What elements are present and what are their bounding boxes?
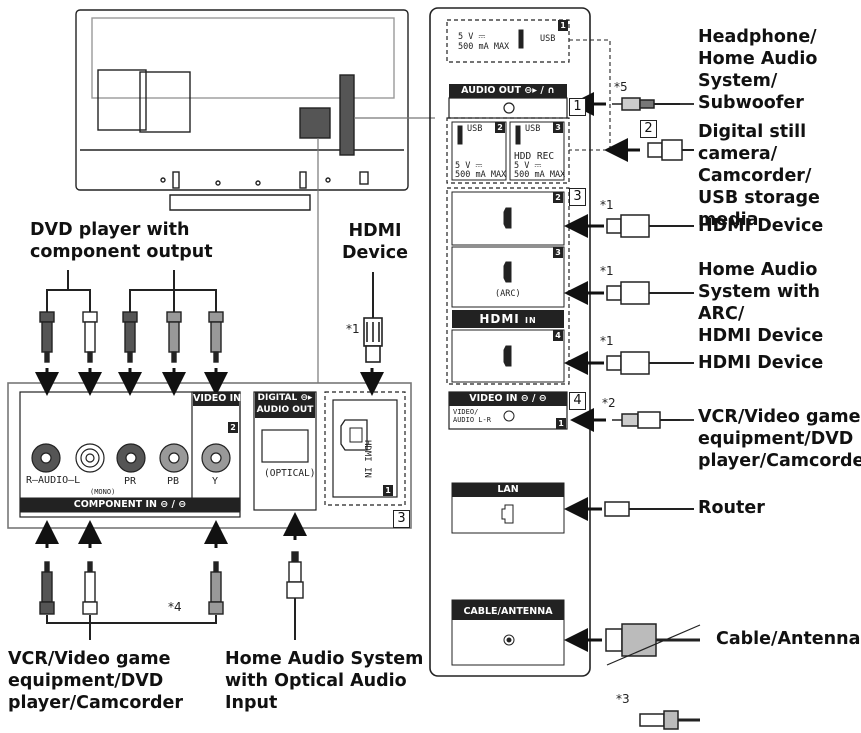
badge-hdmi4: 4: [553, 330, 563, 341]
usb3-label: USB: [525, 124, 541, 134]
badge-video1: 1: [556, 418, 566, 429]
hdd-rec-text: HDD REC: [514, 151, 555, 162]
rca-plugs-top: [39, 311, 224, 363]
arrows-left-right: [564, 92, 640, 652]
number-box-2: 2: [640, 120, 657, 138]
tv-rear-view: [75, 9, 409, 211]
label-home-audio-arc: Home Audio System with ARC/ HDMI Device: [698, 260, 824, 346]
label-hdmi-device-top: HDMI Device: [342, 221, 409, 263]
bottom-cables: [46, 598, 296, 640]
usb3-power-text: 5 V ⎓ 500 mA MAX: [514, 161, 566, 180]
label-hdmi-device-1: HDMI Device: [698, 216, 824, 236]
optical-text: (OPTICAL): [264, 468, 316, 479]
arrows-down-top: [35, 368, 384, 396]
usb1-label: USB: [540, 34, 556, 44]
number-box-3-right: 3: [569, 188, 586, 206]
label-digital-camera: Digital still camera/ Camcorder/ USB sto…: [698, 122, 820, 230]
footnote-1-c: *1: [600, 334, 614, 348]
rca-plugs-bottom: [39, 551, 304, 615]
footnote-4: *4: [168, 600, 182, 614]
number-box-1: 1: [569, 98, 586, 116]
arc-text: (ARC): [495, 289, 521, 299]
usb2-label: USB: [467, 124, 483, 134]
cable-antenna-bar: CABLE/ANTENNA: [452, 600, 564, 620]
label-vcr-right: VCR/Video game equipment/DVD player/Camc…: [698, 407, 861, 471]
badge-hdmi2: 2: [553, 192, 563, 203]
lan-bar: LAN: [452, 483, 564, 497]
badge-video-left: 2: [228, 422, 238, 433]
component-in-bar: COMPONENT IN ⊖ / ⊖: [73, 499, 187, 510]
footnote-5: *5: [614, 80, 628, 94]
number-box-4: 4: [569, 392, 586, 410]
badge-usb1: 1: [558, 20, 568, 31]
footnote-2: *2: [602, 396, 616, 410]
hdmi-in-text: IN: [524, 316, 537, 325]
y-text: Y: [212, 476, 219, 487]
label-home-audio-optical: Home Audio System with Optical Audio Inp…: [225, 649, 424, 713]
label-headphone: Headphone/ Home Audio System/ Subwoofer: [698, 27, 818, 113]
audio-r-l-text: R—AUDIO—L: [26, 475, 81, 486]
pb-text: PB: [167, 476, 180, 487]
badge-usb3: 3: [553, 122, 563, 133]
hdmi-in-bar: HDMI IN: [452, 310, 564, 328]
footnote-1-top: *1: [346, 322, 360, 336]
badge-hdmi-left: 1: [383, 485, 393, 496]
label-vcr-bottom-left: VCR/Video game equipment/DVD player/Camc…: [8, 649, 184, 713]
badge-usb2: 2: [495, 122, 505, 133]
video-in-bar: VIDEO IN ⊖ / ⊖: [449, 392, 567, 406]
right-cables: [604, 97, 701, 730]
number-box-3-left: 3: [393, 510, 410, 528]
audio-out-bar: AUDIO OUT ⊖▸ / ∩: [449, 84, 567, 98]
arrows-up-bottom: [35, 512, 307, 548]
footnote-1-a: *1: [600, 198, 614, 212]
label-router: Router: [698, 498, 765, 518]
label-dvd-player: DVD player with component output: [30, 220, 213, 262]
hdmi-logo: HDMI: [479, 312, 520, 326]
left-panel: [7, 382, 412, 529]
dvd-component-cables: [46, 270, 217, 312]
usb2-power-text: 5 V ⎓ 500 mA MAX: [455, 161, 507, 180]
video-audio-text: VIDEO/ AUDIO L-R: [453, 408, 491, 424]
hdmi-cable-top: [363, 272, 383, 363]
footnote-3: *3: [616, 692, 630, 706]
label-hdmi-device-2: HDMI Device: [698, 353, 824, 373]
digital-audio-out-bar: DIGITAL ⊖▸ AUDIO OUT: [255, 392, 315, 418]
video-in-left-bar: VIDEO IN: [193, 392, 242, 406]
hdmi-in-vertical-text: HDMI IN: [362, 440, 372, 478]
mono-text: (MONO): [90, 488, 116, 496]
usb1-power-text: 5 V ⎓ 500 mA MAX: [458, 32, 510, 52]
pr-text: PR: [124, 476, 137, 487]
footnote-1-b: *1: [600, 264, 614, 278]
badge-hdmi3: 3: [553, 247, 563, 258]
label-cable-antenna: Cable/Antenna: [716, 629, 861, 649]
